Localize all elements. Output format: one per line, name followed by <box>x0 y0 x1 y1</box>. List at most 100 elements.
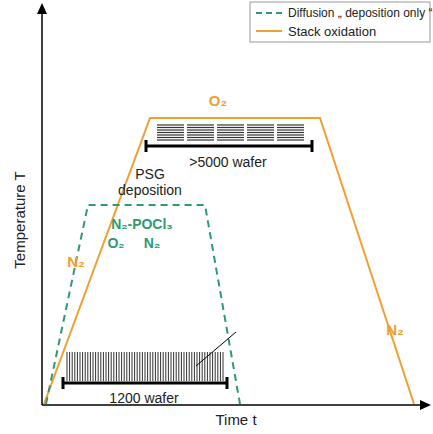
wafer-count: >5000 wafer <box>189 154 266 170</box>
wafer <box>126 352 127 381</box>
wafer <box>69 352 70 381</box>
wafer <box>247 134 274 135</box>
leader-line <box>196 332 236 366</box>
wafer <box>194 352 195 381</box>
wafer <box>215 352 216 381</box>
wafer <box>82 352 83 381</box>
wafer <box>168 352 169 381</box>
wafer <box>95 352 96 381</box>
wafer <box>176 352 177 381</box>
wafer <box>139 352 140 381</box>
axis-arrow <box>37 3 47 14</box>
legend-line <box>256 30 282 32</box>
legend-text: Diffusion „ deposition only “ <box>288 6 433 21</box>
wafer <box>217 129 244 130</box>
wafer <box>277 139 304 140</box>
wafer <box>157 129 184 130</box>
boat-bar <box>62 140 313 389</box>
wafer <box>173 352 174 381</box>
wafer <box>145 352 146 381</box>
wafer <box>187 124 214 125</box>
wafer <box>178 352 179 381</box>
wafer <box>77 352 78 381</box>
wafer <box>157 137 184 138</box>
wafer <box>90 352 91 381</box>
wafer <box>67 352 68 381</box>
gas-label: O₂ <box>107 235 124 251</box>
wafer <box>119 352 120 381</box>
wafer <box>129 352 130 381</box>
oxidation-profile <box>44 118 414 404</box>
wafer <box>87 352 88 381</box>
wafer <box>108 352 109 381</box>
wafer-count: 1200 wafer <box>109 390 178 406</box>
wafer <box>85 352 86 381</box>
wafer <box>74 352 75 381</box>
wafer <box>217 124 244 125</box>
wafer <box>163 352 164 381</box>
wafer <box>93 352 94 381</box>
wafer <box>124 352 125 381</box>
wafer <box>187 127 214 128</box>
wafer <box>220 352 221 381</box>
wafer <box>160 352 161 381</box>
wafer <box>134 352 135 381</box>
wafer <box>199 352 200 381</box>
wafer <box>155 352 156 381</box>
wafer <box>157 127 184 128</box>
wafer <box>111 352 112 381</box>
axes <box>42 10 424 405</box>
diffusion-profile <box>46 205 240 404</box>
wafer <box>277 137 304 138</box>
axis-title: Time t <box>215 412 256 428</box>
wafer <box>187 134 214 135</box>
gas-label: O₂ <box>209 93 227 109</box>
wafer <box>217 139 244 140</box>
wafer <box>186 352 187 381</box>
wafer <box>217 137 244 138</box>
legend-text: Stack oxidation <box>288 24 376 39</box>
wafer <box>157 134 184 135</box>
wafer <box>191 352 192 381</box>
gas-label: N₂ <box>386 322 404 338</box>
wafer <box>98 352 99 381</box>
wafer <box>158 352 159 381</box>
wafer <box>202 352 203 381</box>
axis-arrow <box>420 400 431 410</box>
wafer <box>277 124 304 125</box>
wafer <box>277 132 304 133</box>
process-label: PSG deposition <box>110 166 190 198</box>
wafer <box>150 352 151 381</box>
wafer <box>103 352 104 381</box>
axis-title: Temperature T <box>12 171 28 268</box>
wafer-stack <box>67 352 223 381</box>
wafer <box>217 127 244 128</box>
wafer-stack <box>157 125 304 140</box>
wafer <box>277 127 304 128</box>
wafer <box>187 139 214 140</box>
wafer <box>247 124 274 125</box>
wafer <box>113 352 114 381</box>
wafer <box>147 352 148 381</box>
wafer <box>157 139 184 140</box>
wafer <box>187 137 214 138</box>
wafer <box>187 132 214 133</box>
wafer <box>187 129 214 130</box>
legend-line <box>256 12 282 14</box>
wafer <box>171 352 172 381</box>
wafer <box>165 352 166 381</box>
wafer <box>184 352 185 381</box>
wafer <box>106 352 107 381</box>
wafer <box>204 352 205 381</box>
wafer <box>247 137 274 138</box>
wafer <box>181 352 182 381</box>
wafer <box>223 352 224 381</box>
wafer <box>152 352 153 381</box>
wafer <box>217 132 244 133</box>
wafer <box>116 352 117 381</box>
wafer <box>72 352 73 381</box>
wafer <box>217 134 244 135</box>
wafer <box>142 352 143 381</box>
wafer <box>247 132 274 133</box>
wafer <box>157 132 184 133</box>
